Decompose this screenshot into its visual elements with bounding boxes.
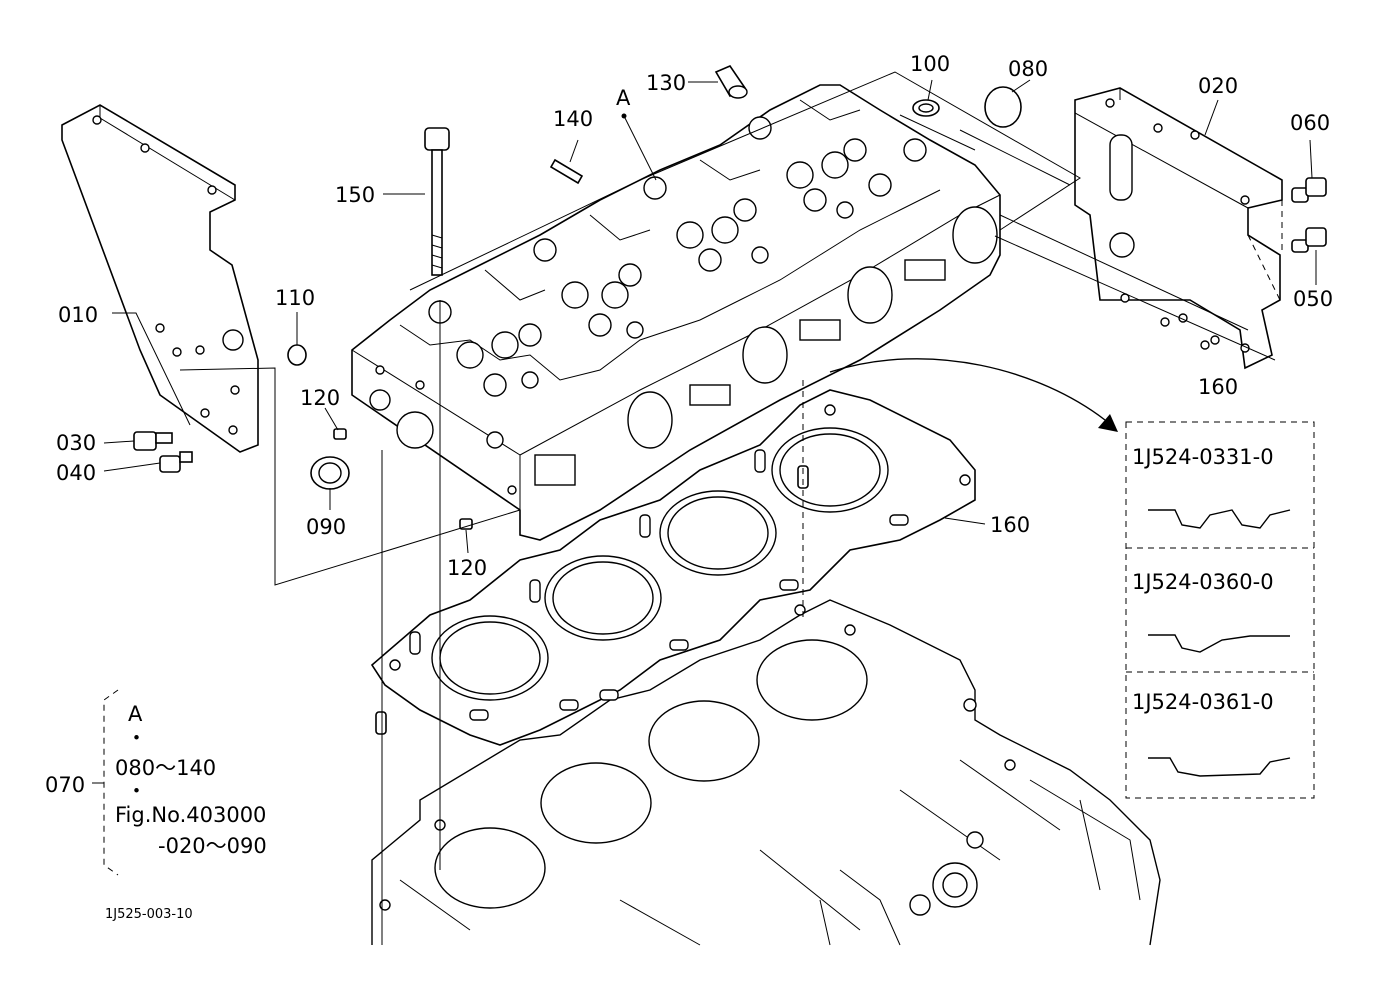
callout-120a: 120 [300, 386, 340, 410]
kit-note-dot1: ・ [126, 726, 147, 750]
variant-profile-2 [1148, 634, 1290, 653]
callout-080: 080 [1008, 57, 1048, 81]
callout-160b: 160 [990, 513, 1030, 537]
callout-040: 040 [56, 461, 96, 485]
ring-110 [287, 344, 307, 366]
callout-090: 090 [306, 515, 346, 539]
callout-120b: 120 [447, 556, 487, 580]
bolt-060 [1291, 177, 1327, 203]
callout-130: 130 [646, 71, 686, 95]
bracket-010 [61, 104, 259, 453]
variant-profile-3 [1148, 757, 1291, 777]
kit-note-label: 070 [45, 773, 85, 797]
kit-note-line2: 080～140 [115, 756, 216, 780]
callout-140: 140 [553, 107, 593, 131]
detail-arrow [829, 358, 1118, 432]
bolt-030 [133, 431, 173, 451]
plug-130 [714, 65, 748, 99]
kit-note-bracket [92, 689, 119, 876]
bolt-040 [159, 451, 193, 473]
figure-code: 1J525-003-10 [105, 907, 193, 922]
seal-100 [912, 99, 940, 117]
kit-note-line4: -020～090 [158, 834, 267, 858]
reference-a: A [616, 86, 631, 110]
bolt-050 [1291, 227, 1327, 253]
dowel-lower [375, 711, 387, 735]
callout-060: 060 [1290, 111, 1330, 135]
plug-120b [459, 518, 473, 530]
plug-120a [333, 428, 347, 440]
reference-a-dot [621, 113, 627, 119]
callout-100: 100 [910, 52, 950, 76]
gasket-variants-box [1125, 421, 1315, 799]
callout-010: 010 [58, 303, 98, 327]
bolt-150 [424, 127, 450, 276]
kit-note-line1: A [128, 702, 143, 726]
cylinder-head [351, 84, 1001, 541]
kit-note-dot2: ・ [126, 779, 147, 803]
variant-label-2: 1J524-0360-0 [1132, 570, 1274, 594]
callout-110: 110 [275, 286, 315, 310]
kit-note-line3: Fig.No.403000 [115, 803, 266, 827]
callout-030: 030 [56, 431, 96, 455]
engine-block [371, 599, 1161, 946]
callouts: 010 020 030 040 050 060 080 090 100 110 … [45, 52, 1333, 922]
variant-label-1: 1J524-0331-0 [1132, 445, 1274, 469]
variant-profile-1 [1148, 509, 1291, 529]
variant-label-3: 1J524-0361-0 [1132, 690, 1274, 714]
pin-140 [549, 158, 584, 185]
callout-160a: 160 [1198, 375, 1238, 399]
callout-150: 150 [335, 183, 375, 207]
seal-090 [310, 456, 350, 490]
cap-080 [984, 86, 1022, 128]
bracket-020 [1074, 87, 1283, 370]
leader-lines [103, 71, 1317, 945]
dowel-upper [797, 465, 809, 489]
callout-020: 020 [1198, 74, 1238, 98]
callout-050: 050 [1293, 287, 1333, 311]
